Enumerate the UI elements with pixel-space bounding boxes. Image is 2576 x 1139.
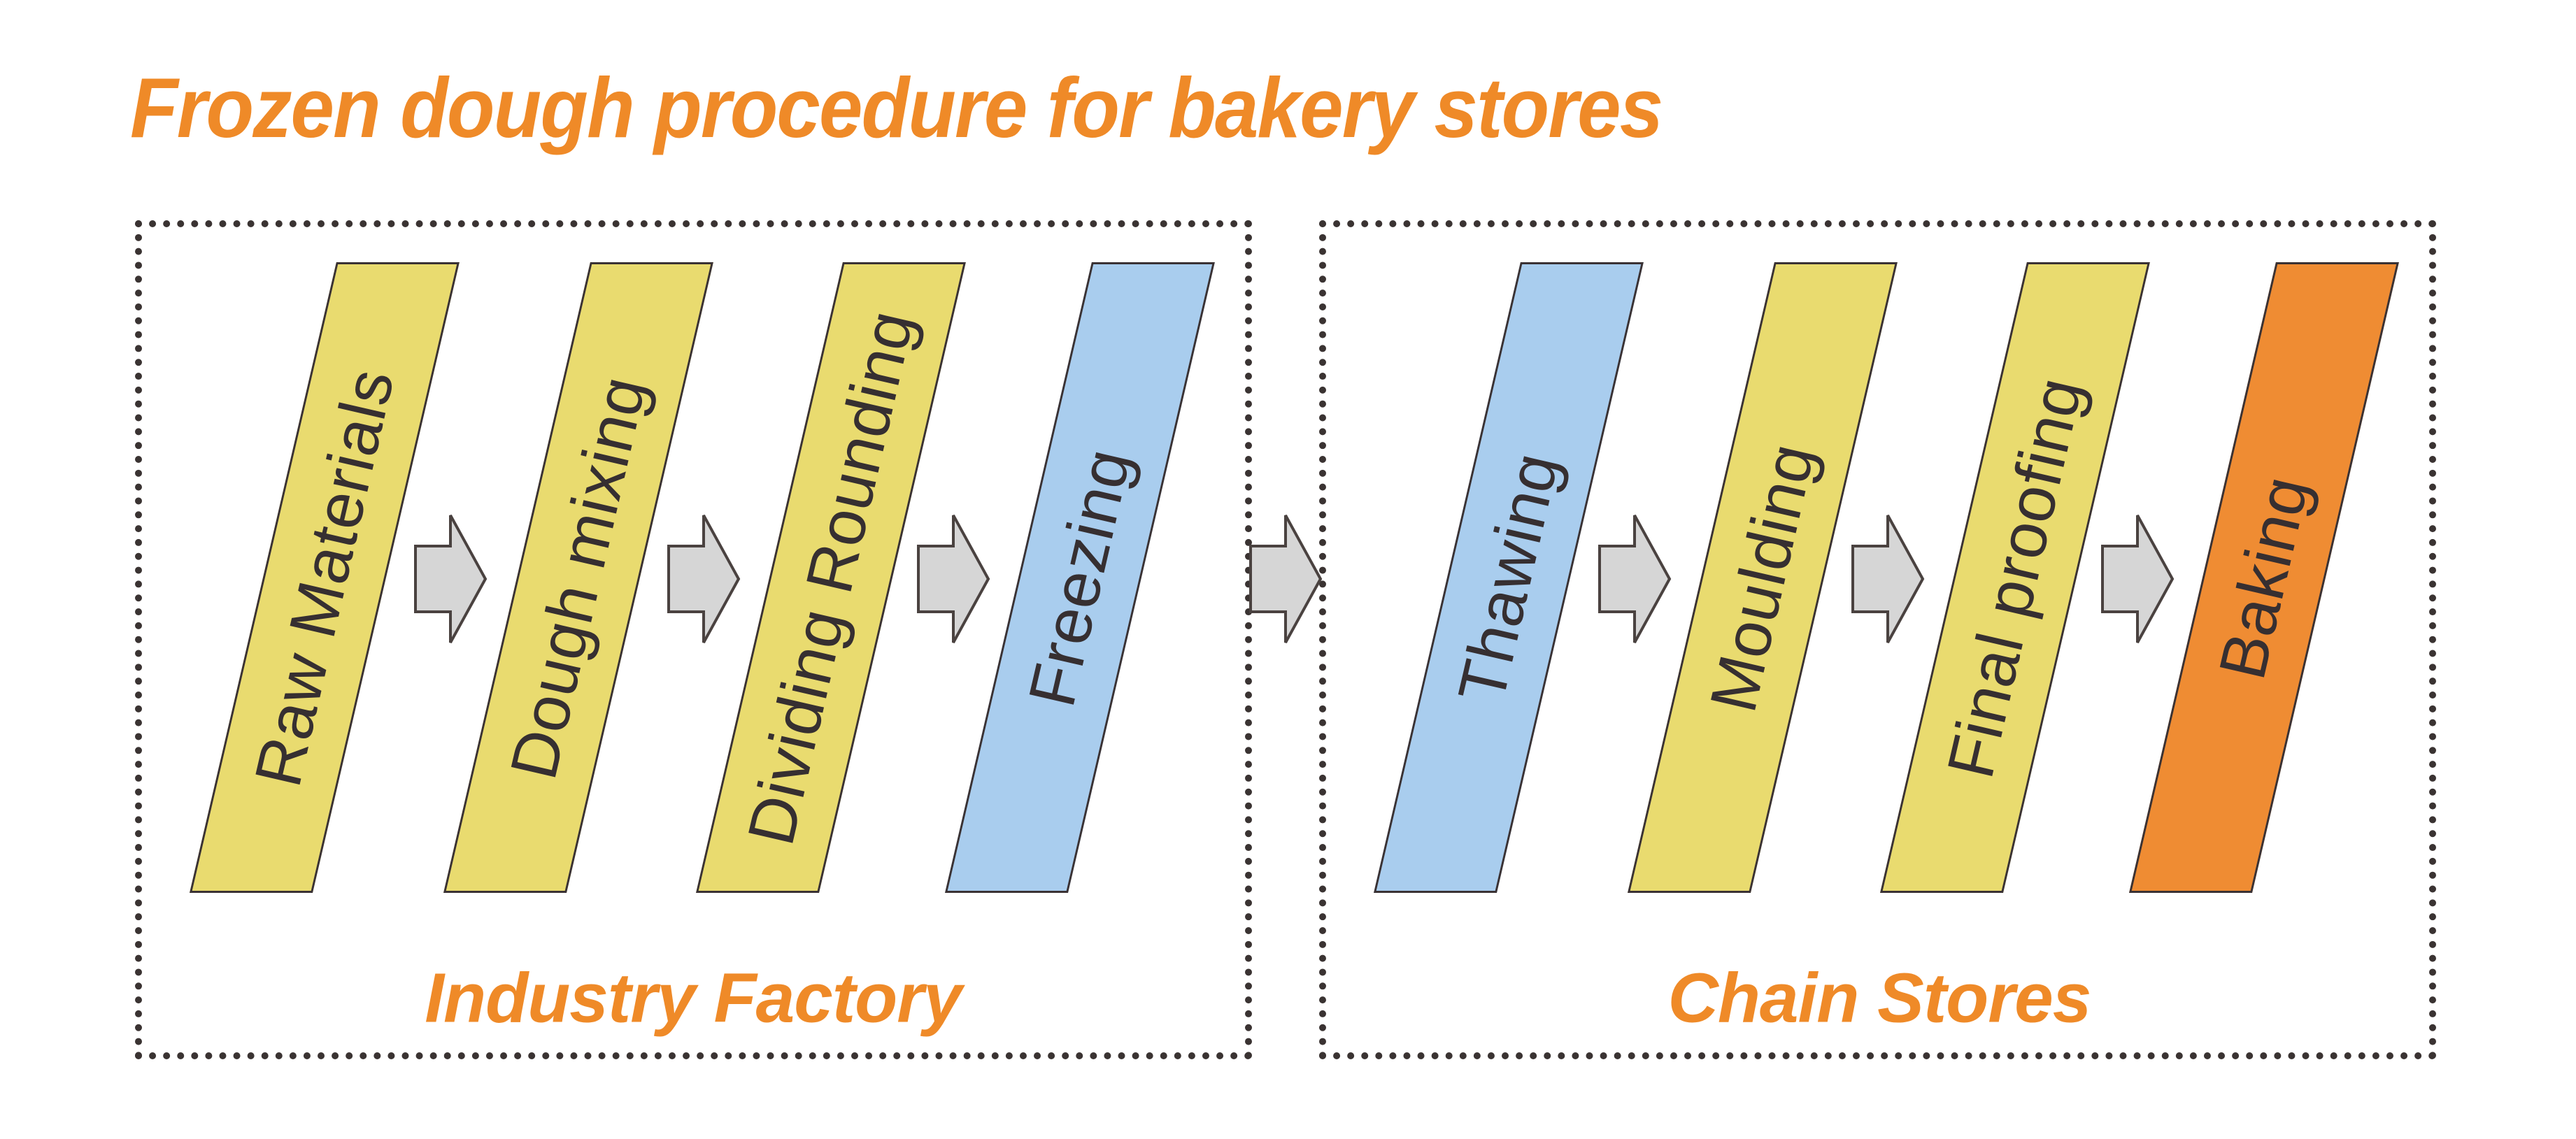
- chain-stores-caption: Chain Stores: [1667, 959, 2092, 1038]
- right-arrow-icon: [1598, 515, 1672, 643]
- right-arrow-icon: [414, 515, 488, 643]
- chain-stores-box: [1319, 220, 2436, 1059]
- industry-factory-box: [135, 220, 1252, 1059]
- diagram-title: Frozen dough procedure for bakery stores: [130, 60, 1663, 155]
- right-arrow-icon: [1851, 515, 1925, 643]
- industry-factory-caption: Industry Factory: [425, 959, 962, 1038]
- right-arrow-icon: [2101, 515, 2175, 643]
- right-arrow-icon: [917, 515, 990, 643]
- section-connector-arrow-icon: [1249, 515, 1323, 643]
- right-arrow-icon: [667, 515, 741, 643]
